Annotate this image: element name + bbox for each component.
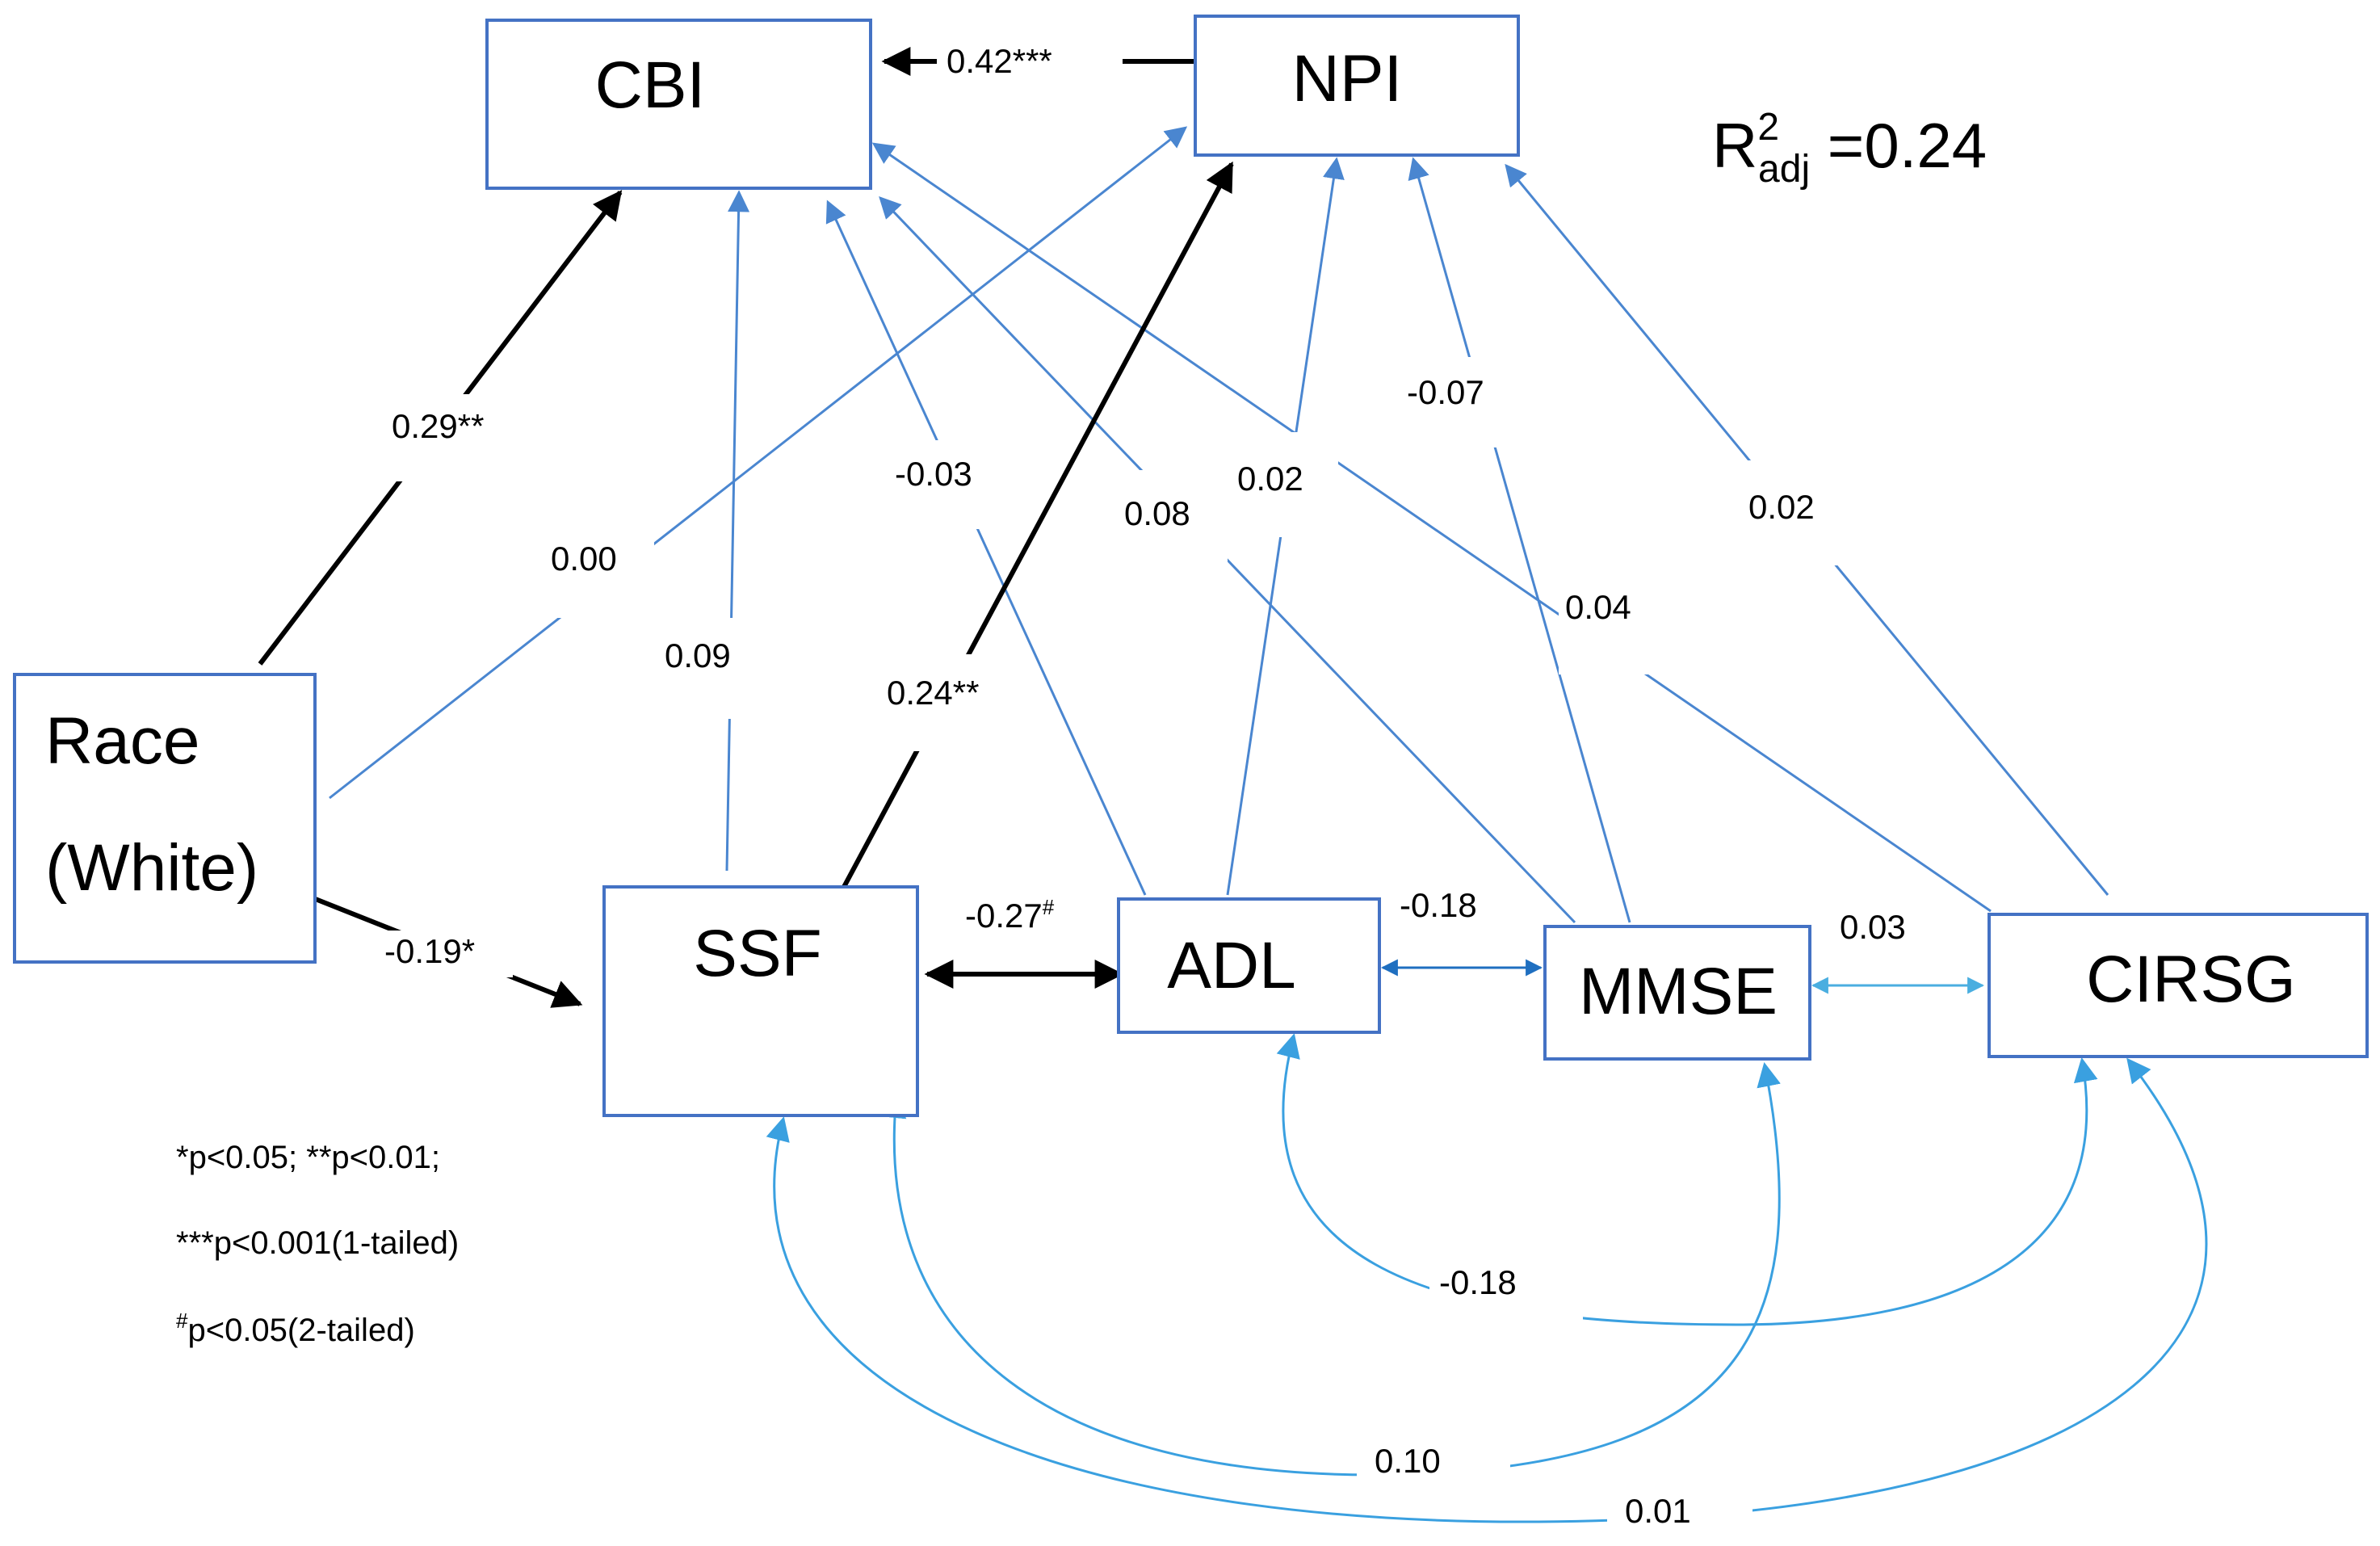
- label-mmse-cbi: 0.08: [1124, 494, 1190, 532]
- path-mmse-npi: [1408, 157, 1631, 923]
- path-ssf-npi: [842, 161, 1234, 889]
- node-ssf-label: SSF: [693, 917, 821, 990]
- node-cbi: CBI: [485, 19, 872, 190]
- path-cirsg-cbi: [871, 142, 1992, 913]
- label-npi-cbi: 0.42***: [947, 42, 1052, 80]
- node-race-label-line1: Race: [45, 704, 199, 778]
- label-cirsg-npi: 0.02: [1748, 488, 1815, 526]
- node-cbi-label: CBI: [595, 48, 706, 122]
- label-race-ssf: -0.19*: [384, 932, 475, 970]
- legend-line-1: *p<0.05; **p<0.01;: [176, 1140, 440, 1175]
- node-adl: ADL: [1117, 897, 1381, 1034]
- label-adl-cbi: -0.03: [895, 455, 972, 493]
- node-adl-label: ADL: [1167, 929, 1296, 1002]
- node-npi: NPI: [1194, 15, 1520, 157]
- label-ssf-cbi: 0.09: [665, 636, 731, 674]
- label-ssf-mmse: 0.10: [1375, 1442, 1441, 1480]
- label-race-npi: 0.00: [551, 540, 617, 578]
- node-ssf: SSF: [602, 885, 919, 1117]
- node-cirsg-label: CIRSG: [2086, 943, 2296, 1016]
- cov-adl-cirsg: [1276, 1033, 2098, 1326]
- legend-line-3: #p<0.05(2-tailed): [176, 1309, 415, 1348]
- node-cirsg: CIRSG: [1988, 913, 2369, 1058]
- node-mmse: MMSE: [1543, 925, 1811, 1061]
- node-mmse-label: MMSE: [1579, 955, 1778, 1028]
- edge-labels: 0.42*** 0.29** 0.00 -0.19* 0.09 0.24** -…: [376, 39, 1906, 1543]
- label-adl-cirsg: -0.18: [1439, 1263, 1517, 1301]
- label-mmse-npi: -0.07: [1407, 373, 1484, 411]
- path-race-npi: [329, 126, 1188, 800]
- label-ssf-npi: 0.24**: [887, 674, 979, 712]
- label-cirsg-cbi: 0.04: [1565, 588, 1631, 626]
- label-adl-npi: 0.02: [1237, 460, 1303, 498]
- cov-ssf-mmse: [882, 1062, 1781, 1477]
- path-ssf-cbi: [725, 190, 750, 872]
- label-race-cbi: 0.29**: [392, 407, 484, 445]
- significant-paths: [258, 47, 1234, 1008]
- node-race: Race (White): [13, 673, 317, 964]
- path-adl-cbi: [825, 200, 1147, 896]
- significance-legend: *p<0.05; **p<0.01; ***p<0.001(1-tailed) …: [176, 1140, 459, 1348]
- node-race-label-line2: (White): [45, 831, 258, 905]
- label-ssf-cirsg: 0.01: [1625, 1492, 1691, 1530]
- label-ssf-adl: -0.27#: [965, 895, 1055, 935]
- label-mmse-cirsg: 0.03: [1840, 908, 1906, 946]
- node-npi-label: NPI: [1292, 42, 1403, 116]
- legend-line-2: ***p<0.001(1-tailed): [176, 1225, 459, 1261]
- label-adl-mmse: -0.18: [1400, 886, 1477, 924]
